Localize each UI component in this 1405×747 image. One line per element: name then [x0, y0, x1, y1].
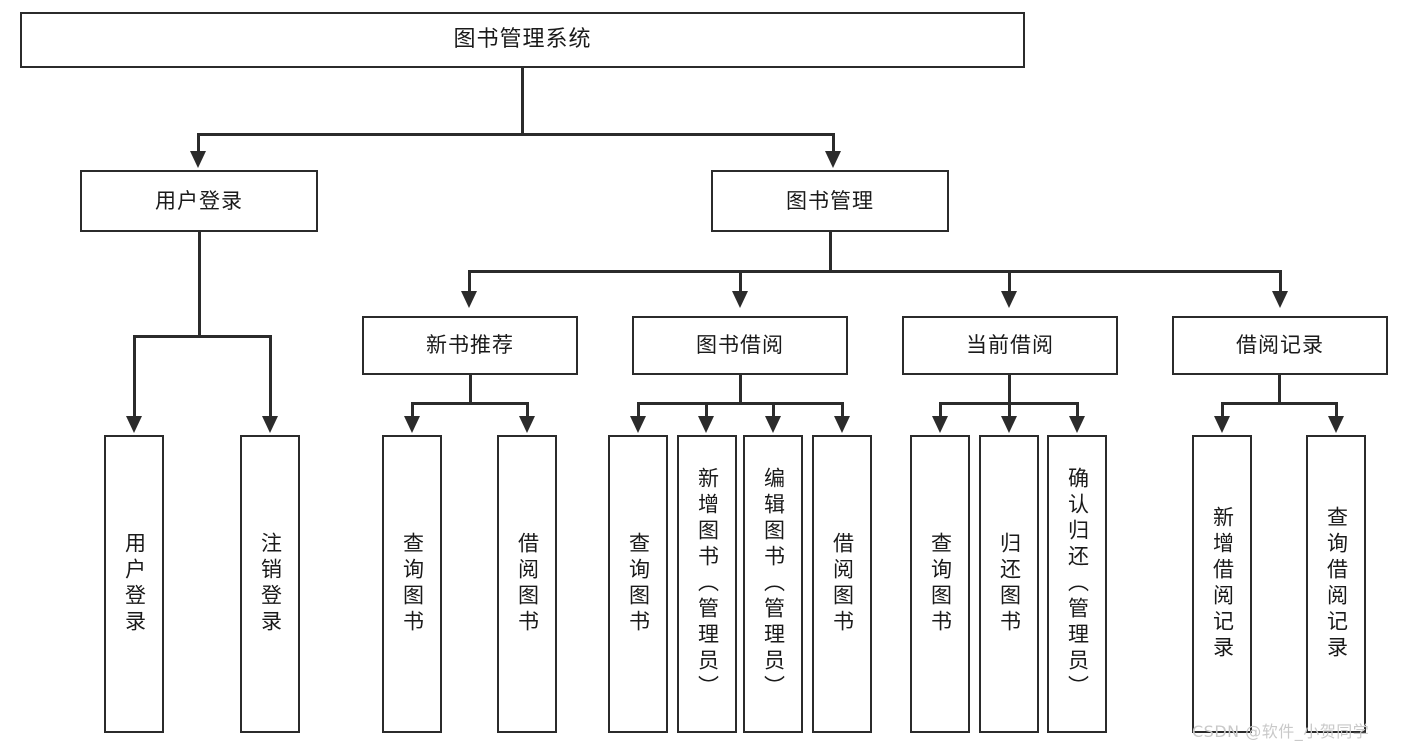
- node-new-book-recommend[interactable]: 新书推荐: [362, 316, 578, 375]
- watermark-text: CSDN @软件_小贺同学: [1192, 722, 1370, 741]
- node-user-login[interactable]: 用户登录: [80, 170, 318, 232]
- arrowhead-root-to-user-login: [190, 151, 206, 168]
- node-label: 当前借阅: [966, 333, 1054, 357]
- connector-borrow-record-bus: [1221, 402, 1338, 405]
- connector-book-management-bus: [468, 270, 1282, 273]
- leaf-book-borrow-add-book-admin[interactable]: 新增图书（管理员）: [677, 435, 737, 733]
- node-label: 查询图书: [626, 532, 651, 636]
- node-label: 借阅记录: [1236, 333, 1324, 357]
- node-label: 归还图书: [997, 532, 1022, 636]
- leaf-current-borrow-query-book[interactable]: 查询图书: [910, 435, 970, 733]
- arrowhead-bm-to-book-borrow: [732, 291, 748, 308]
- node-borrow-record[interactable]: 借阅记录: [1172, 316, 1388, 375]
- node-label: 确认归还（管理员）: [1065, 467, 1090, 701]
- connector-user-login-to-leaf-0: [133, 335, 136, 418]
- arrowhead-bm-to-borrow-record: [1272, 291, 1288, 308]
- arrowhead-current-borrow-to-leaf-1: [1001, 416, 1017, 433]
- connector-new-book-bus: [411, 402, 529, 405]
- leaf-book-borrow-edit-book-admin[interactable]: 编辑图书（管理员）: [743, 435, 803, 733]
- arrowhead-current-borrow-to-leaf-0: [932, 416, 948, 433]
- arrowhead-book-borrow-to-leaf-0: [630, 416, 646, 433]
- connector-root-bus: [197, 133, 835, 136]
- leaf-borrow-record-add-record[interactable]: 新增借阅记录: [1192, 435, 1252, 733]
- node-label: 新增图书（管理员）: [695, 467, 720, 701]
- node-book-management[interactable]: 图书管理: [711, 170, 949, 232]
- node-label: 注销登录: [258, 532, 283, 636]
- connector-borrow-record-stem: [1278, 375, 1281, 404]
- arrowhead-borrow-record-to-leaf-0: [1214, 416, 1230, 433]
- connector-borrow-record-to-leaf-0: [1221, 402, 1224, 418]
- node-book-borrow[interactable]: 图书借阅: [632, 316, 848, 375]
- node-root-library-management-system[interactable]: 图书管理系统: [20, 12, 1025, 68]
- arrowhead-new-book-to-leaf-0: [404, 416, 420, 433]
- arrowhead-bm-to-new-book: [461, 291, 477, 308]
- arrowhead-bm-to-current-borrow: [1001, 291, 1017, 308]
- arrowhead-user-login-to-leaf-1: [262, 416, 278, 433]
- connector-root-to-user-login: [197, 133, 200, 153]
- leaf-new-book-borrow-book[interactable]: 借阅图书: [497, 435, 557, 733]
- connector-bm-to-borrow-record: [1279, 270, 1282, 293]
- leaf-borrow-record-query-record[interactable]: 查询借阅记录: [1306, 435, 1366, 733]
- arrowhead-book-borrow-to-leaf-2: [765, 416, 781, 433]
- leaf-book-borrow-query-book[interactable]: 查询图书: [608, 435, 668, 733]
- leaf-logout[interactable]: 注销登录: [240, 435, 300, 733]
- arrowhead-user-login-to-leaf-0: [126, 416, 142, 433]
- connector-root-to-book-management: [832, 133, 835, 153]
- connector-new-book-to-leaf-0: [411, 402, 414, 418]
- connector-bm-to-current-borrow: [1008, 270, 1011, 293]
- leaf-new-book-query-book[interactable]: 查询图书: [382, 435, 442, 733]
- arrowhead-borrow-record-to-leaf-1: [1328, 416, 1344, 433]
- node-label: 用户登录: [155, 188, 243, 213]
- connector-user-login-bus: [133, 335, 272, 338]
- connector-book-borrow-to-leaf-1: [705, 402, 708, 418]
- connector-book-borrow-to-leaf-2: [772, 402, 775, 418]
- node-label: 新增借阅记录: [1210, 506, 1235, 662]
- connector-book-management-stem: [829, 232, 832, 272]
- node-label: 查询图书: [928, 532, 953, 636]
- node-label: 图书管理: [786, 188, 874, 213]
- node-label: 查询借阅记录: [1324, 506, 1349, 662]
- connector-new-book-to-leaf-1: [526, 402, 529, 418]
- arrowhead-new-book-to-leaf-1: [519, 416, 535, 433]
- connector-current-borrow-to-leaf-2: [1076, 402, 1079, 418]
- arrowhead-root-to-book-management: [825, 151, 841, 168]
- node-label: 图书借阅: [696, 333, 784, 357]
- node-label: 图书管理系统: [453, 27, 592, 52]
- connector-user-login-stem: [198, 232, 201, 337]
- connector-book-borrow-bus: [637, 402, 844, 405]
- node-label: 用户登录: [122, 532, 147, 636]
- node-label: 借阅图书: [515, 532, 540, 636]
- arrowhead-book-borrow-to-leaf-1: [698, 416, 714, 433]
- leaf-current-borrow-return-book[interactable]: 归还图书: [979, 435, 1039, 733]
- node-label: 查询图书: [400, 532, 425, 636]
- leaf-current-borrow-confirm-return-admin[interactable]: 确认归还（管理员）: [1047, 435, 1107, 733]
- node-label: 新书推荐: [426, 333, 514, 357]
- connector-new-book-stem: [469, 375, 472, 404]
- connector-borrow-record-to-leaf-1: [1335, 402, 1338, 418]
- connector-user-login-to-leaf-1: [269, 335, 272, 418]
- arrowhead-current-borrow-to-leaf-2: [1069, 416, 1085, 433]
- node-label: 借阅图书: [830, 532, 855, 636]
- connector-root-stem: [521, 68, 524, 135]
- connector-book-borrow-stem: [739, 375, 742, 404]
- connector-bm-to-book-borrow: [739, 270, 742, 293]
- arrowhead-book-borrow-to-leaf-3: [834, 416, 850, 433]
- connector-book-borrow-to-leaf-3: [841, 402, 844, 418]
- connector-current-borrow-to-leaf-0: [939, 402, 942, 418]
- connector-current-borrow-to-leaf-1: [1008, 402, 1011, 418]
- connector-bm-to-new-book: [468, 270, 471, 293]
- leaf-user-login[interactable]: 用户登录: [104, 435, 164, 733]
- node-label: 编辑图书（管理员）: [761, 467, 786, 701]
- node-current-borrow[interactable]: 当前借阅: [902, 316, 1118, 375]
- leaf-book-borrow-borrow-book[interactable]: 借阅图书: [812, 435, 872, 733]
- connector-current-borrow-stem: [1008, 375, 1011, 404]
- connector-book-borrow-to-leaf-0: [637, 402, 640, 418]
